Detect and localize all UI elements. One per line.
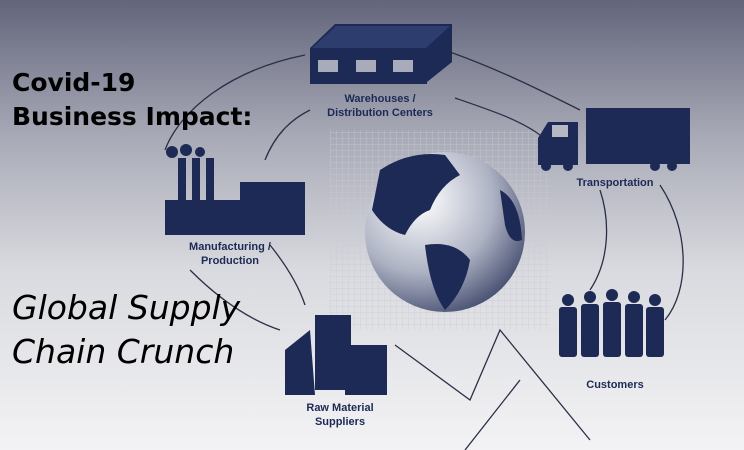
subheadline-line-2: Chain Crunch: [12, 332, 235, 371]
subheadline-line-1: Global Supply: [12, 288, 241, 327]
label-transportation: Transportation: [560, 176, 670, 190]
label-line: Raw Material: [306, 402, 374, 414]
label-line: Manufacturing /: [189, 241, 271, 253]
label-line: Distribution Centers: [327, 107, 433, 119]
customers-icon: [559, 289, 664, 357]
factory-icon: [165, 144, 305, 235]
cycle-arrows: [164, 51, 684, 450]
label-line: Production: [200, 255, 260, 267]
label-line: Transportation: [576, 177, 654, 189]
warehouse-icon: [310, 24, 452, 84]
label-line: Customers: [586, 379, 644, 391]
headline-line-1: Covid-19: [12, 68, 136, 97]
label-raw-material: Raw Material Suppliers: [285, 401, 395, 429]
label-line: Suppliers: [314, 416, 366, 428]
label-manufacturing: Manufacturing / Production: [170, 240, 290, 268]
headline: Covid-19 Business Impact:: [12, 66, 252, 134]
globe-icon: [363, 150, 527, 314]
label-line: Warehouses /: [344, 93, 416, 105]
raw-material-icon: [285, 315, 387, 395]
truck-icon: [538, 108, 690, 171]
label-customers: Customers: [560, 378, 670, 392]
label-warehouses: Warehouses / Distribution Centers: [310, 92, 450, 120]
subheadline: Global Supply Chain Crunch: [12, 286, 240, 374]
headline-line-2: Business Impact:: [12, 102, 253, 131]
